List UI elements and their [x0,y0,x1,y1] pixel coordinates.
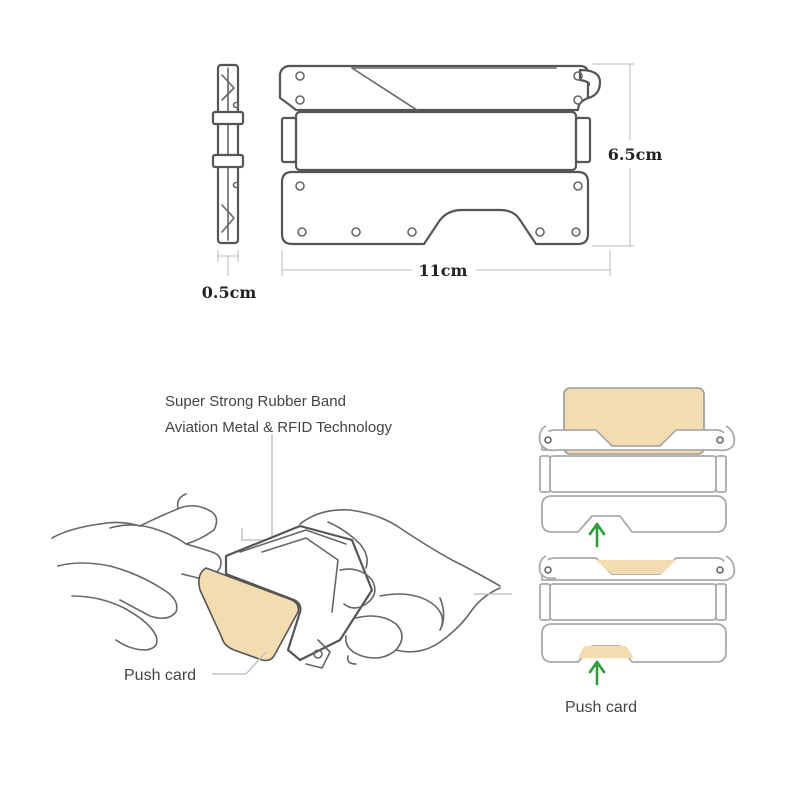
card-inserted-top [596,560,676,574]
push-card-label-right: Push card [565,699,637,716]
panel-card-inserted: Push card [538,555,736,716]
push-card-callout-left: Push card [124,651,267,684]
thickness-dimension: 0.5cm [202,250,257,302]
height-dimension: 6.5cm [592,63,663,247]
hands-illustration [51,493,501,669]
width-label: 11cm [419,261,468,280]
push-card-label-left: Push card [124,667,196,684]
height-label: 6.5cm [608,145,663,164]
arrow-up-icon [588,522,606,548]
callout-labels: Super Strong Rubber Band Aviation Metal … [165,393,393,541]
card-left [198,567,300,662]
rubber-band-label: Super Strong Rubber Band [165,393,346,410]
width-dimension: 11cm [281,250,611,280]
wallet-front-view [278,64,602,246]
thickness-label: 0.5cm [202,283,257,302]
wallet-side-view [211,63,245,245]
panel-card-extended [538,387,736,548]
metal-rfid-label: Aviation Metal & RFID Technology [165,419,393,436]
card-inserted-bottom [578,646,634,658]
arrow-up-icon [588,660,606,686]
